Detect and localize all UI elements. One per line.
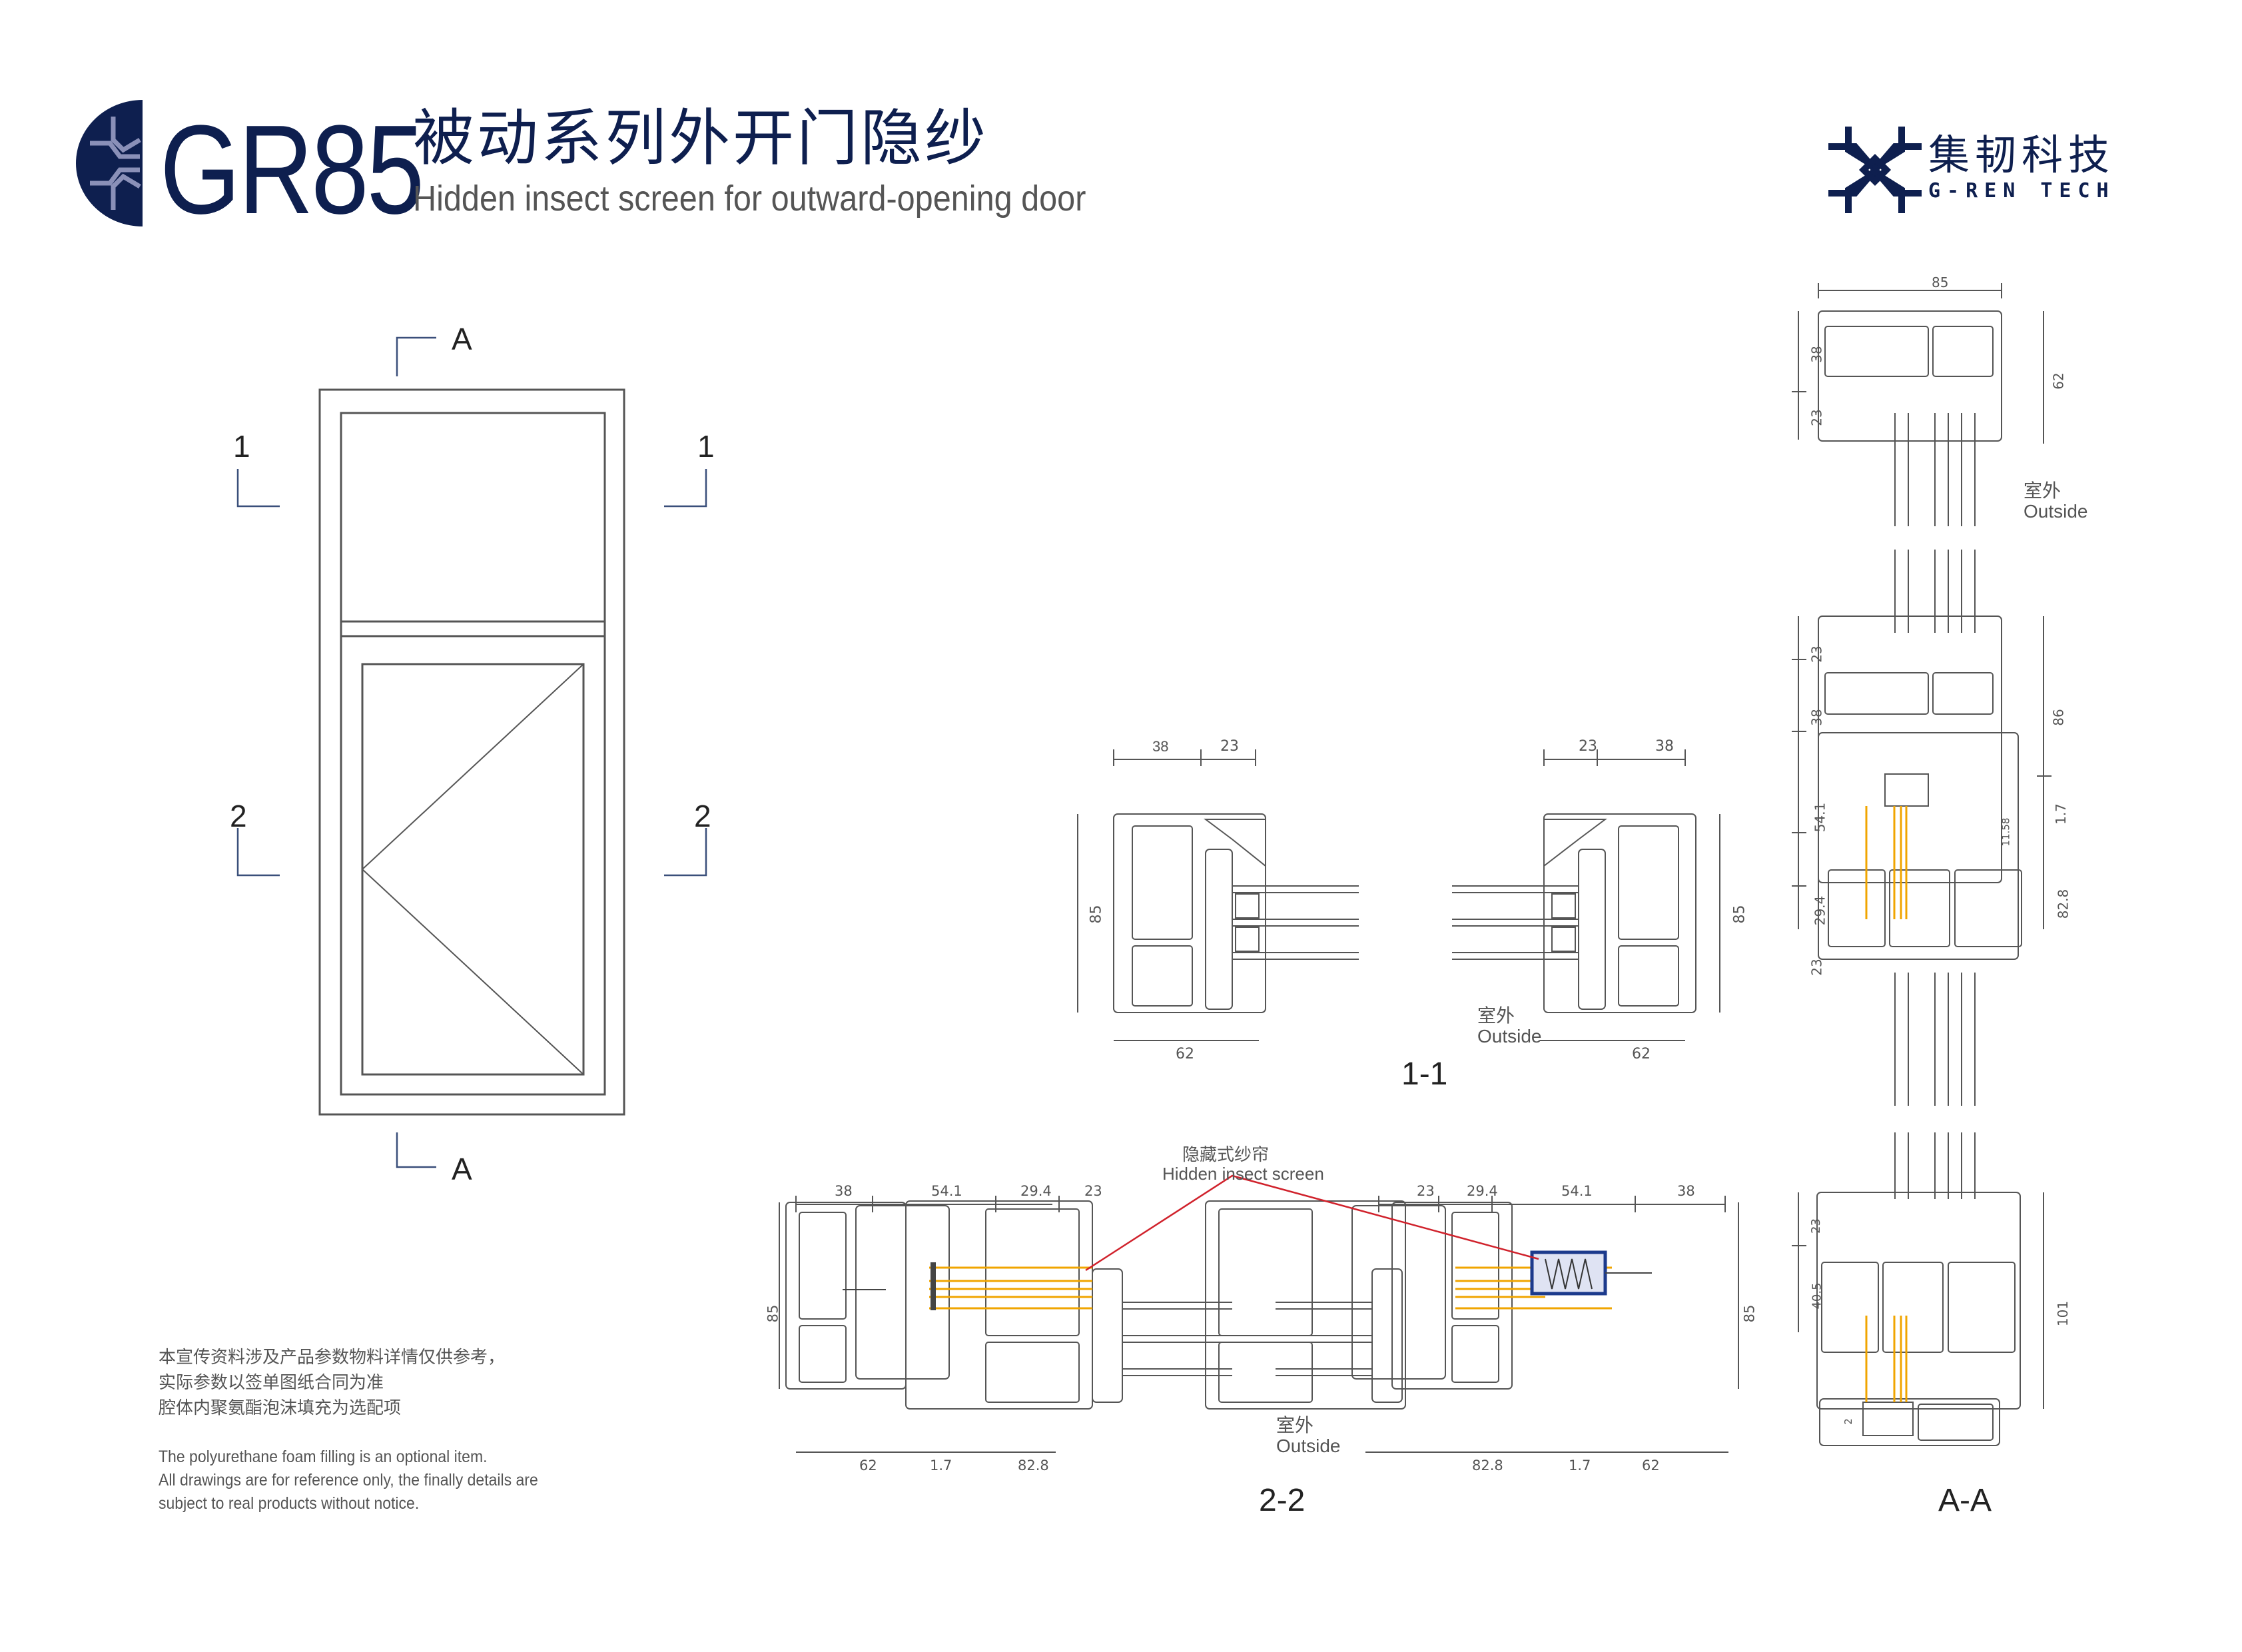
note-en-line-2: All drawings are for reference only, the…: [159, 1471, 538, 1489]
dim-1-1-right-23: 23: [1579, 738, 1597, 755]
dim-a-a-mid-23a: 23: [1808, 645, 1825, 663]
dim-a-a-mid-54-1: 54.1: [1812, 802, 1828, 833]
dim-a-a-mid-1-7: 1.7: [2052, 803, 2069, 825]
section-2-2: [785, 1200, 1513, 1410]
screen-end-bar: [931, 1262, 936, 1310]
dim-a-a-top-38: 38: [1808, 346, 1825, 363]
callout-hidden-screen-cn: 隐藏式纱帘: [1182, 1145, 1270, 1165]
caption-2-2: 2-2: [1259, 1483, 1306, 1518]
section-mark-a-bottom: A: [452, 1152, 472, 1186]
brand-logo-icon: [1825, 120, 1925, 220]
dim-a-a-bot-2: 2: [1842, 1418, 1854, 1425]
note-cn-line-1: 本宣传资料涉及产品参数物料详情仅供参考，: [159, 1348, 506, 1368]
dim-1-1-right-62: 62: [1632, 1046, 1651, 1062]
dim-a-a-top-23: 23: [1808, 409, 1825, 426]
callout-hidden-screen-en: Hidden insect screen: [1162, 1164, 1324, 1184]
note-cn-line-3: 腔体内聚氨酯泡沫填充为选配项: [159, 1398, 402, 1418]
dim-1-1-left-85: 85: [1088, 905, 1105, 924]
dim-2-2-right-29-4: 29.4: [1467, 1183, 1498, 1199]
dim-a-a-mid-29-4: 29.4: [1812, 895, 1828, 926]
dim-2-2-right-1-7: 1.7: [1569, 1457, 1591, 1473]
section-mark-a-top: A: [452, 322, 472, 356]
dim-2-2-left-23: 23: [1084, 1183, 1102, 1199]
page-title-cn: 被动系列外开门隐纱: [413, 103, 989, 174]
dim-1-1-left-62: 62: [1176, 1046, 1194, 1062]
model-number: GR85: [160, 99, 424, 240]
section-1-1: [1113, 813, 1696, 1013]
dim-a-a-mid-38: 38: [1808, 709, 1825, 726]
series-logo-badge: [73, 100, 143, 226]
dim-2-2-right-82-8: 82.8: [1472, 1457, 1503, 1473]
note-en-line-1: The polyurethane foam filling is an opti…: [159, 1447, 488, 1466]
section-a-a: [1816, 310, 2022, 1446]
dim-a-a-bot-101: 101: [2055, 1300, 2071, 1327]
dim-a-a-bot-23: 23: [1808, 1218, 1823, 1234]
dim-2-2-left-82-8: 82.8: [1018, 1457, 1049, 1473]
cassette-spring: [1545, 1258, 1593, 1290]
page-title-en: Hidden insect screen for outward-opening…: [413, 179, 1086, 218]
outside-label-en-a-a: Outside: [2024, 501, 2088, 522]
dim-2-2-right-23: 23: [1417, 1183, 1435, 1199]
dim-a-a-mid-82-8: 82.8: [2055, 889, 2071, 919]
dim-2-2-left-1-7: 1.7: [930, 1457, 952, 1473]
dim-a-a-top-62: 62: [2050, 372, 2067, 390]
section-mark-1-left: 1: [233, 429, 250, 464]
a-a-screen-lines: [1865, 806, 1908, 1402]
dim-a-a-mid-23b: 23: [1808, 959, 1825, 976]
dim-2-2-right-62: 62: [1642, 1457, 1660, 1473]
note-en-line-3: subject to real products without notice.: [159, 1494, 420, 1513]
dim-a-a-gap-11-58: 11.58: [2000, 817, 2012, 847]
caption-1-1: 1-1: [1401, 1056, 1448, 1092]
dim-a-a-mid-86: 86: [2050, 709, 2067, 726]
section-a-a-dimension-lines: [1792, 283, 2052, 1409]
outside-label-cn-a-a: 室外: [2024, 480, 2061, 502]
dim-a-a-bot-40-5: 40.5: [1810, 1282, 1824, 1310]
dim-2-2-right-38: 38: [1677, 1183, 1695, 1199]
outside-label-en-2-2: Outside: [1276, 1436, 1341, 1456]
section-1-1-dimension-lines: [1077, 749, 1720, 1041]
outside-label-cn-2-2: 室外: [1276, 1414, 1314, 1436]
insect-screen-lines: [929, 1266, 1612, 1310]
dim-2-2-left-54-1: 54.1: [931, 1183, 962, 1199]
section-mark-1-right: 1: [697, 429, 715, 464]
dim-1-1-left-38: 38: [1152, 738, 1169, 755]
dim-2-2-left-62: 62: [859, 1457, 877, 1473]
brand-name-en: G-REN TECH: [1928, 179, 2115, 203]
dim-2-2-left-38: 38: [835, 1183, 853, 1199]
dim-1-1-left-23: 23: [1220, 738, 1239, 755]
note-cn-line-2: 实际参数以签单图纸合同为准: [159, 1373, 384, 1393]
screw-icons: [843, 1272, 1652, 1290]
caption-a-a: A-A: [1938, 1483, 1992, 1518]
dim-2-2-left-29-4: 29.4: [1020, 1183, 1052, 1199]
snowflake-icon: [76, 100, 143, 226]
section-mark-2-right: 2: [694, 799, 711, 833]
section-2-2-dimension-lines: [779, 1196, 1739, 1453]
brand-name-cn: 集韧科技: [1928, 131, 2115, 179]
section-mark-2-left: 2: [230, 799, 247, 833]
dim-1-1-right-38: 38: [1655, 738, 1674, 755]
dim-2-2-right-54-1: 54.1: [1561, 1183, 1593, 1199]
section-marks: [236, 336, 707, 1168]
door-elevation: [318, 388, 625, 1116]
dim-2-2-left-85: 85: [765, 1304, 781, 1323]
outside-label-en-1-1: Outside: [1477, 1026, 1542, 1046]
dim-a-a-85: 85: [1932, 274, 1949, 290]
dim-2-2-right-85: 85: [1741, 1304, 1758, 1323]
outside-label-cn-1-1: 室外: [1477, 1005, 1515, 1027]
dim-1-1-right-85: 85: [1731, 905, 1748, 924]
screen-cassette: [1530, 1250, 1607, 1296]
